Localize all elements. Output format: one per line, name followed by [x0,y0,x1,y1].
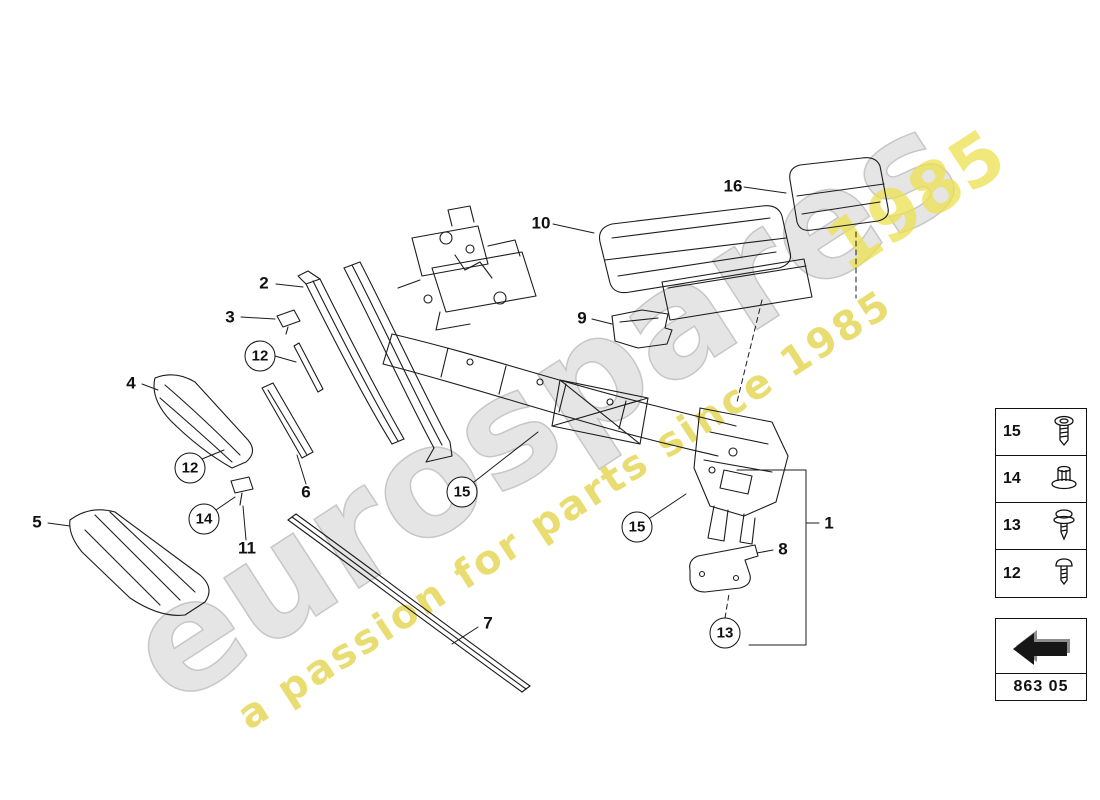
tunnel-beam-drawing [382,333,737,457]
leader-lines [47,186,857,646]
torx-screw-icon [1054,415,1074,447]
callout-14: 14 [188,503,220,535]
lid-drawing [789,157,889,231]
flange-nut-icon [1051,465,1077,490]
front-cluster-drawing [397,205,537,331]
callout-5: 5 [32,512,42,532]
bracket-9-drawing [611,309,673,349]
callout-7: 7 [483,613,493,633]
callout-12-upper: 12 [244,340,276,372]
rod-drawing [293,342,324,393]
armrest-drawing [598,205,792,294]
clip-11-drawing [230,476,254,506]
watermark-brand-text: eurospares [98,76,988,738]
bracket-8-drawing [689,544,759,593]
diagram-linework [47,157,889,693]
previous-diagram-arrow-icon [1013,630,1070,665]
pillar-trim-secondary-drawing [343,261,453,463]
callout-15-left: 15 [446,476,478,508]
legend-number: 13 [1003,517,1021,534]
callout-2: 2 [259,273,269,293]
callout-3: 3 [225,307,235,327]
callout-13: 13 [709,617,741,649]
callout-1: 1 [824,513,834,533]
fastener-legend: 15 14 13 [995,408,1087,598]
legend-number: 14 [1003,470,1021,487]
diagram-code-box: 863 05 [995,618,1087,701]
callout-16: 16 [723,176,743,196]
callout-4: 4 [126,373,136,393]
button-screw-icon [1055,557,1073,585]
callout-12-lower: 12 [174,452,206,484]
console-tray-drawing [661,258,813,321]
legend-row-12: 12 [996,550,1086,597]
arrow-box [995,618,1087,674]
legend-number: 12 [1003,564,1021,582]
part-group-code: 863 05 [995,674,1087,701]
trim-5-drawing [69,509,210,616]
clip-3-drawing [276,309,301,335]
legend-row-13: 13 [996,503,1086,550]
sill-strip-7-drawing [287,513,531,693]
callout-6: 6 [301,482,311,502]
callout-15-right: 15 [621,511,653,543]
callout-8: 8 [778,539,788,559]
callout-10: 10 [531,213,551,233]
trim-strip-6-drawing [261,382,314,459]
callout-9: 9 [577,308,587,328]
legend-row-14: 14 [996,456,1086,503]
pillar-trim-2-drawing [297,270,405,445]
legend-row-15: 15 [996,409,1086,456]
callout-11: 11 [238,538,256,558]
trim-4-drawing [153,374,254,469]
legend-number: 15 [1003,423,1021,440]
washer-screw-icon [1053,509,1075,541]
